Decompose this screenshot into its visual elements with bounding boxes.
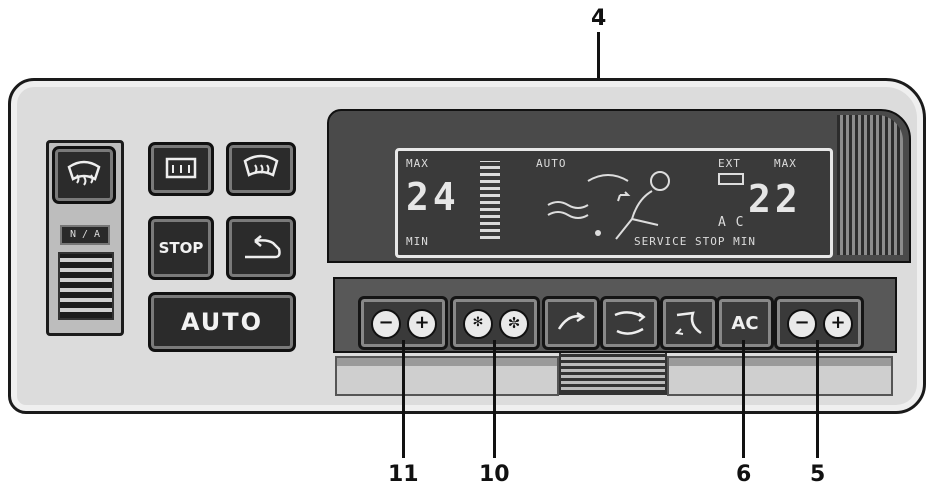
windshield-defrost-icon (243, 154, 279, 177)
left-module-badge: N / A (60, 225, 110, 245)
lower-vent-left (335, 356, 559, 396)
temp-left-plus-button[interactable]: + (407, 309, 437, 339)
lcd-ext: EXT (718, 157, 741, 170)
leader-line-11 (402, 340, 405, 458)
left-module-vent[interactable] (58, 252, 114, 320)
occupant-airflow-icon (547, 171, 670, 240)
callout-10: 10 (479, 462, 510, 487)
leader-line-6 (742, 340, 745, 458)
leader-line-10 (493, 340, 496, 458)
callout-11: 11 (388, 462, 419, 487)
fan-speed-bars (480, 161, 500, 239)
lcd-temp-left: 24 (406, 175, 460, 219)
lcd-temp-right: 22 (748, 177, 802, 221)
lcd-service-stop-min: SERVICE STOP MIN (634, 235, 756, 248)
rear-window-heat-button[interactable] (148, 142, 214, 196)
auto-label: AUTO (180, 308, 264, 336)
auto-button[interactable]: AUTO (148, 292, 296, 352)
callout-4: 4 (591, 6, 607, 31)
ridged-edge (837, 115, 903, 255)
lcd-max-left: MAX (406, 157, 429, 170)
defrost-indicator-icon (718, 173, 744, 185)
airflow-floor-icon (674, 311, 702, 335)
recirculation-icon (245, 235, 281, 259)
airflow-floor-button[interactable] (660, 296, 718, 350)
rear-defrost-icon (67, 160, 101, 186)
lcd-display: MAX AUTO EXT MAX 24 22 A C MIN SERVICE S… (395, 148, 833, 258)
ac-button[interactable]: AC (716, 296, 774, 350)
lcd-min-left: MIN (406, 235, 429, 248)
callout-5: 5 (810, 462, 826, 487)
lower-vent-right (667, 356, 893, 396)
airflow-face-button[interactable] (542, 296, 600, 350)
lcd-max-right: MAX (774, 157, 797, 170)
recirculation-button[interactable] (226, 216, 296, 280)
fan-low-icon[interactable]: ✻ (463, 309, 493, 339)
airflow-bilevel-icon (614, 311, 646, 335)
lcd-ac-indicator: A C (718, 215, 745, 230)
temp-left-minus-button[interactable]: − (371, 309, 401, 339)
lower-vent-center (559, 351, 667, 395)
lcd-auto: AUTO (536, 157, 567, 170)
stop-button[interactable]: STOP (148, 216, 214, 280)
airflow-bilevel-button[interactable] (600, 296, 660, 350)
airflow-face-icon (557, 311, 586, 330)
temp-right-minus-button[interactable]: − (787, 309, 817, 339)
leader-line-5 (816, 340, 819, 458)
temp-right-button[interactable]: − + (774, 296, 864, 350)
callout-6: 6 (736, 462, 752, 487)
rear-window-heat-icon (165, 157, 197, 179)
stop-label: STOP (158, 239, 204, 257)
windshield-defrost-button[interactable] (226, 142, 296, 196)
fan-high-icon[interactable]: ✼ (499, 309, 529, 339)
rear-defrost-button[interactable] (52, 146, 116, 204)
ac-label: AC (731, 312, 759, 334)
temp-right-plus-button[interactable]: + (823, 309, 853, 339)
